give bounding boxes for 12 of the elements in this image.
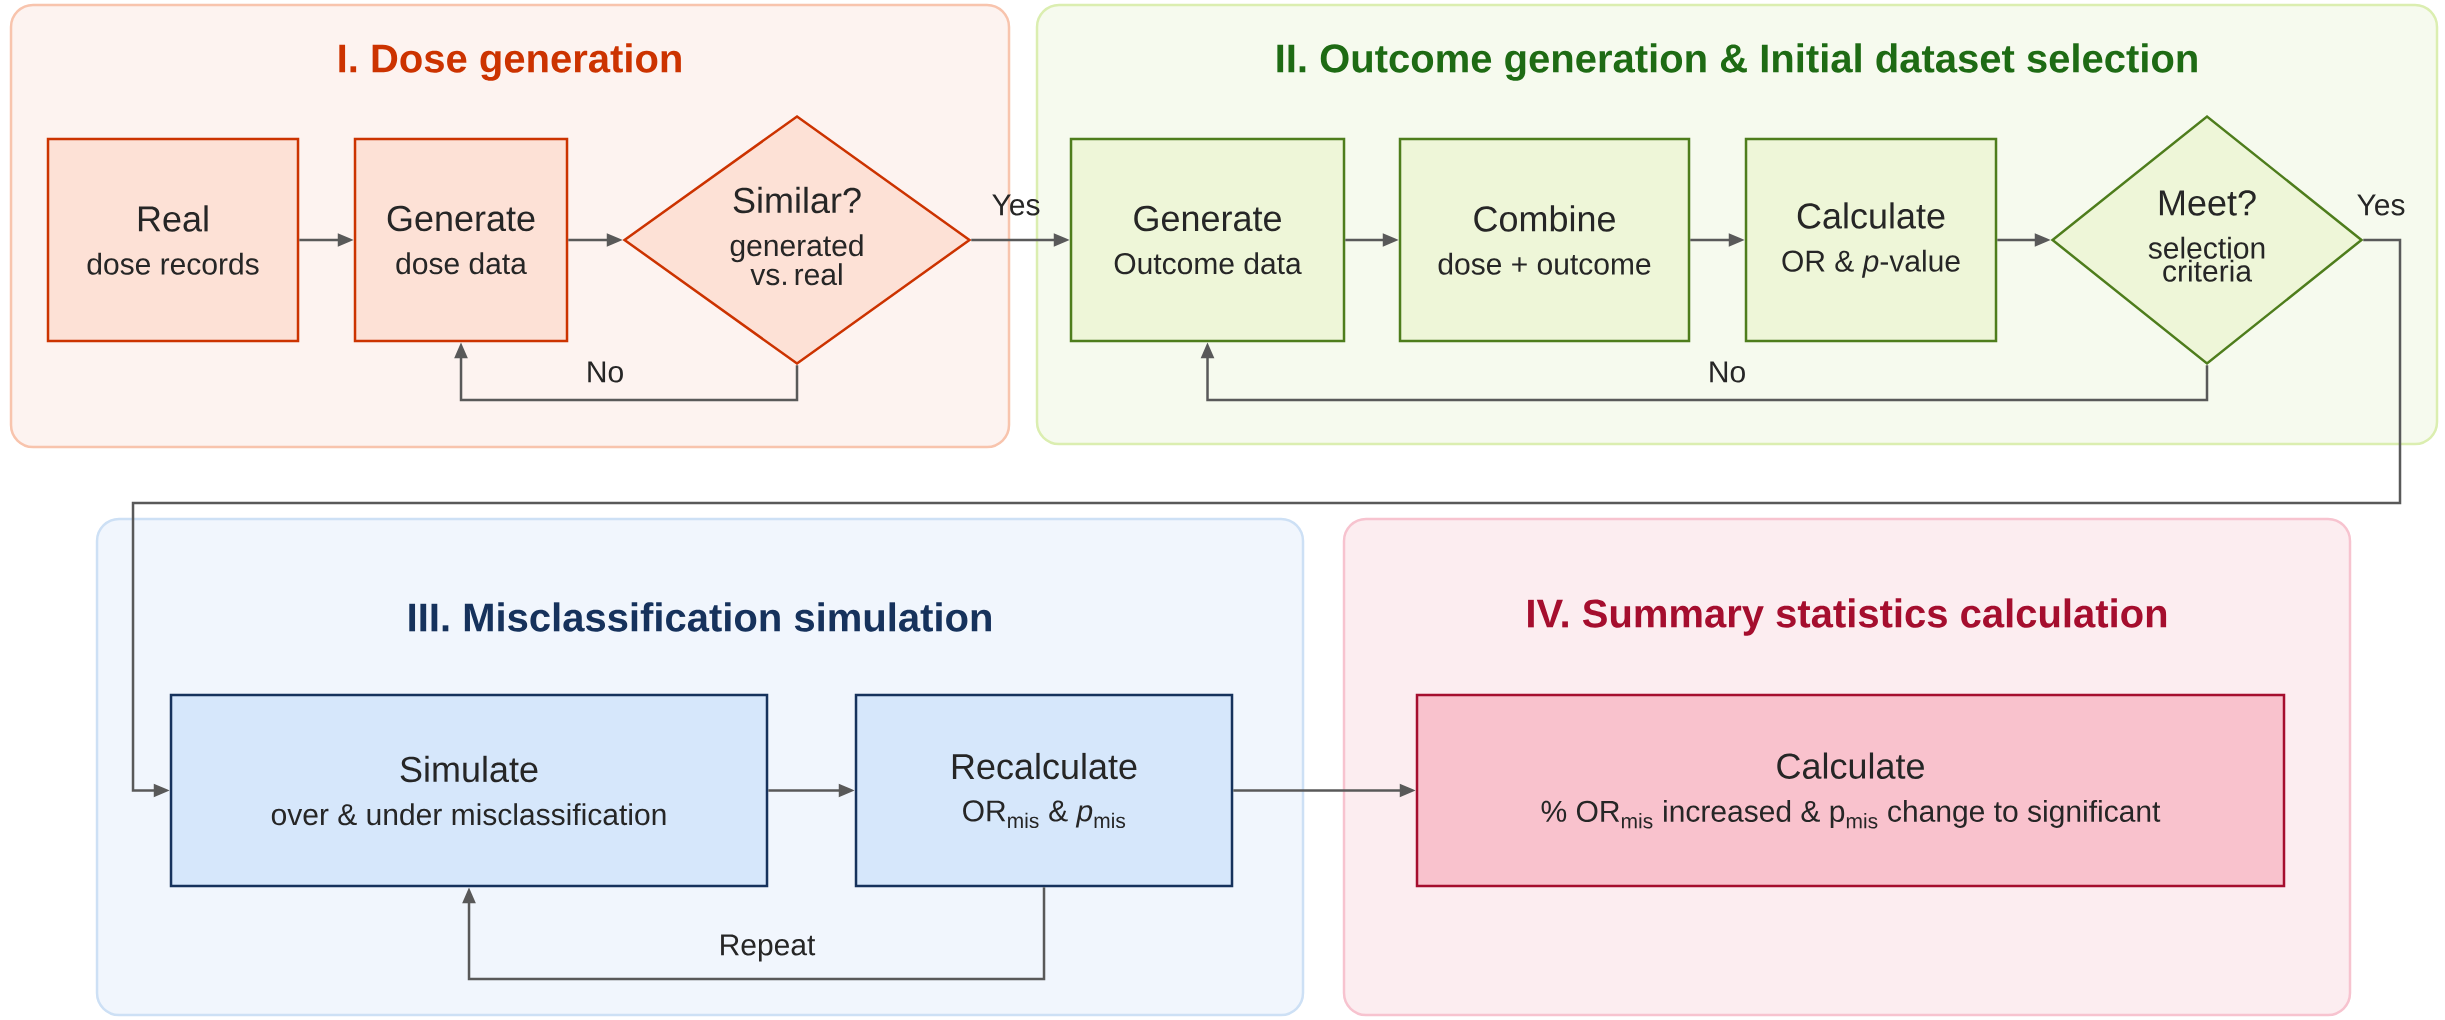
process-box: Calculate OR & p-value xyxy=(1744,137,1998,343)
process-box: Calculate % OR$_{mis}$ increased & p$_{mis}$ change to significant xyxy=(1415,693,2286,888)
process-box: Generate dose data xyxy=(353,137,569,343)
edge-label: No xyxy=(588,361,623,383)
arrow xyxy=(462,887,1046,981)
process-box: Generate Outcome data xyxy=(1069,137,1346,343)
edge-label: No xyxy=(1710,361,1745,383)
edge-label: Repeat xyxy=(721,934,816,962)
process-box: Real dose records xyxy=(46,137,300,343)
process-box: Simulate over & under misclassification xyxy=(169,693,769,888)
process-box: Recalculate OR$_{mis}$ & p$_{mis}$ xyxy=(854,693,1234,888)
process-box: Combine dose + outcome xyxy=(1398,137,1691,343)
